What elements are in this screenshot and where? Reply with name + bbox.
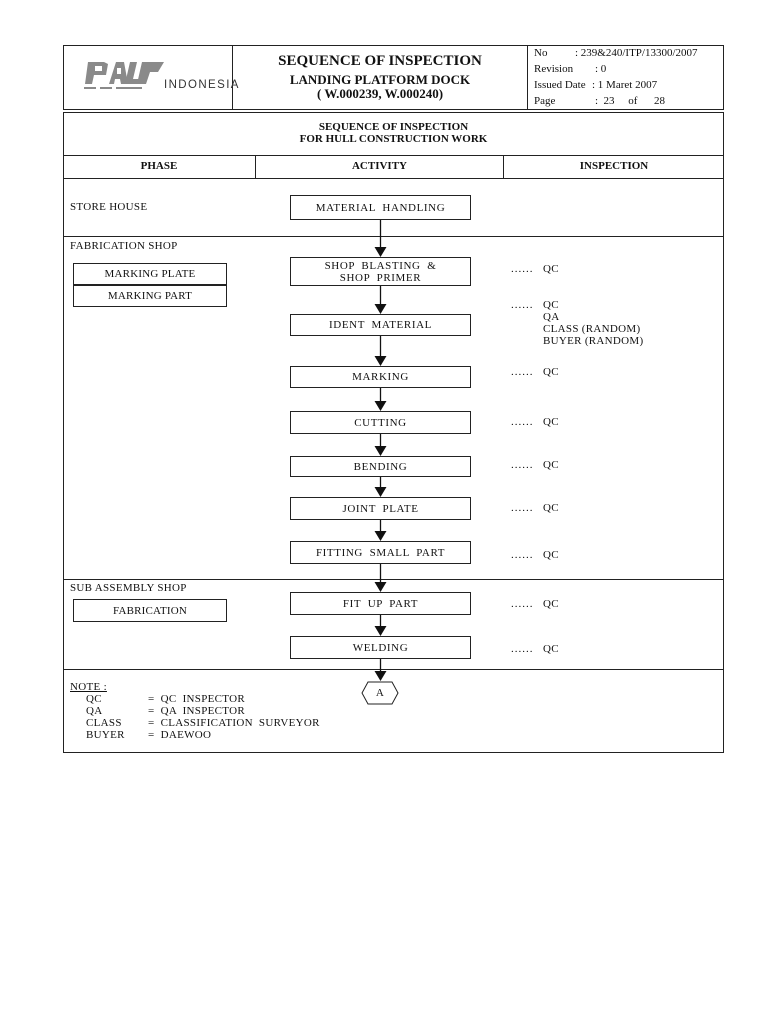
meta-no-label: No bbox=[534, 47, 548, 59]
company-logo: INDONESIA bbox=[82, 58, 238, 98]
activity-box-6: JOINT PLATE bbox=[290, 497, 471, 520]
inspection-item: QC bbox=[543, 299, 559, 311]
note-definition: = CLASSIFICATION SURVEYOR bbox=[148, 717, 320, 729]
inspection-list-4: QC bbox=[543, 416, 559, 428]
column-inspection: INSPECTION bbox=[579, 160, 649, 172]
inspection-list-5: QC bbox=[543, 459, 559, 471]
phase-sub-fabrication: FABRICATION bbox=[73, 599, 227, 622]
inspection-dots-3: ...... bbox=[511, 366, 534, 378]
inspection-list-9: QC bbox=[543, 643, 559, 655]
inspection-item: QC bbox=[543, 502, 559, 514]
activity-box-7: FITTING SMALL PART bbox=[290, 541, 471, 564]
inspection-item: QC bbox=[543, 416, 559, 428]
inspection-dots-5: ...... bbox=[511, 459, 534, 471]
inspection-dots-6: ...... bbox=[511, 502, 534, 514]
body-frame bbox=[63, 112, 724, 753]
inspection-item: QC bbox=[543, 459, 559, 471]
meta-issued-value: : 1 Maret 2007 bbox=[592, 79, 658, 91]
activity-box-8: FIT UP PART bbox=[290, 592, 471, 615]
note-title: NOTE : bbox=[70, 681, 107, 693]
inspection-dots-2: ...... bbox=[511, 299, 534, 311]
note-abbr: CLASS bbox=[86, 717, 122, 729]
phase-sub-assembly-shop: SUB ASSEMBLY SHOP bbox=[70, 582, 187, 594]
inspection-dots-9: ...... bbox=[511, 643, 534, 655]
note-definition: = QA INSPECTOR bbox=[148, 705, 245, 717]
phase-fabrication-shop: FABRICATION SHOP bbox=[70, 240, 178, 252]
note-definition: = DAEWOO bbox=[148, 729, 212, 741]
section-subtitle: FOR HULL CONSTRUCTION WORK bbox=[299, 133, 488, 145]
doc-title: SEQUENCE OF INSPECTION bbox=[278, 53, 482, 69]
note-abbr: QA bbox=[86, 705, 103, 717]
inspection-item: BUYER (RANDOM) bbox=[543, 335, 644, 347]
inspection-list-8: QC bbox=[543, 598, 559, 610]
meta-page-value: : 23 of 28 bbox=[595, 95, 665, 107]
logo-subtext: INDONESIA bbox=[164, 79, 240, 91]
activity-box-1: SHOP BLASTING & SHOP PRIMER bbox=[290, 257, 471, 286]
inspection-item: CLASS (RANDOM) bbox=[543, 323, 641, 335]
column-activity: ACTIVITY bbox=[351, 160, 407, 172]
meta-no-value: : 239&240/ITP/13300/2007 bbox=[575, 47, 698, 59]
logo-graphic bbox=[84, 62, 164, 89]
doc-subtitle-project: LANDING PLATFORM DOCK bbox=[289, 72, 471, 87]
connector-a-shape bbox=[361, 681, 399, 705]
header-frame bbox=[63, 45, 724, 110]
meta-revision-label: Revision bbox=[534, 63, 574, 75]
note-abbr: BUYER bbox=[86, 729, 125, 741]
inspection-dots-1: ...... bbox=[511, 263, 534, 275]
activity-box-2: IDENT MATERIAL bbox=[290, 314, 471, 336]
column-phase: PHASE bbox=[140, 160, 178, 172]
activity-box-5: BENDING bbox=[290, 456, 471, 477]
activity-box-9: WELDING bbox=[290, 636, 471, 659]
phase-sub-marking-part: MARKING PART bbox=[73, 285, 227, 307]
activity-box-4: CUTTING bbox=[290, 411, 471, 434]
phase-sub-marking-plate: MARKING PLATE bbox=[73, 263, 227, 285]
inspection-list-6: QC bbox=[543, 502, 559, 514]
activity-box-3: MARKING bbox=[290, 366, 471, 388]
inspection-item: QC bbox=[543, 366, 559, 378]
connector-a-label: A bbox=[375, 687, 385, 699]
inspection-list-1: QC bbox=[543, 263, 559, 275]
inspection-item: QC bbox=[543, 643, 559, 655]
meta-revision-value: : 0 bbox=[595, 63, 607, 75]
meta-issued-label: Issued Date bbox=[534, 79, 586, 91]
note-definition: = QC INSPECTOR bbox=[148, 693, 245, 705]
inspection-item: QC bbox=[543, 263, 559, 275]
inspection-dots-4: ...... bbox=[511, 416, 534, 428]
inspection-list-7: QC bbox=[543, 549, 559, 561]
inspection-item: QA bbox=[543, 311, 560, 323]
meta-page-label: Page bbox=[534, 95, 556, 107]
doc-subtitle-numbers: ( W.000239, W.000240) bbox=[316, 86, 444, 101]
inspection-item: QC bbox=[543, 598, 559, 610]
inspection-item: QC bbox=[543, 549, 559, 561]
inspection-dots-7: ...... bbox=[511, 549, 534, 561]
phase-store-house: STORE HOUSE bbox=[70, 201, 148, 213]
section-title: SEQUENCE OF INSPECTION bbox=[318, 121, 469, 133]
inspection-dots-8: ...... bbox=[511, 598, 534, 610]
activity-box-0: MATERIAL HANDLING bbox=[290, 195, 471, 220]
inspection-list-3: QC bbox=[543, 366, 559, 378]
note-abbr: QC bbox=[86, 693, 102, 705]
